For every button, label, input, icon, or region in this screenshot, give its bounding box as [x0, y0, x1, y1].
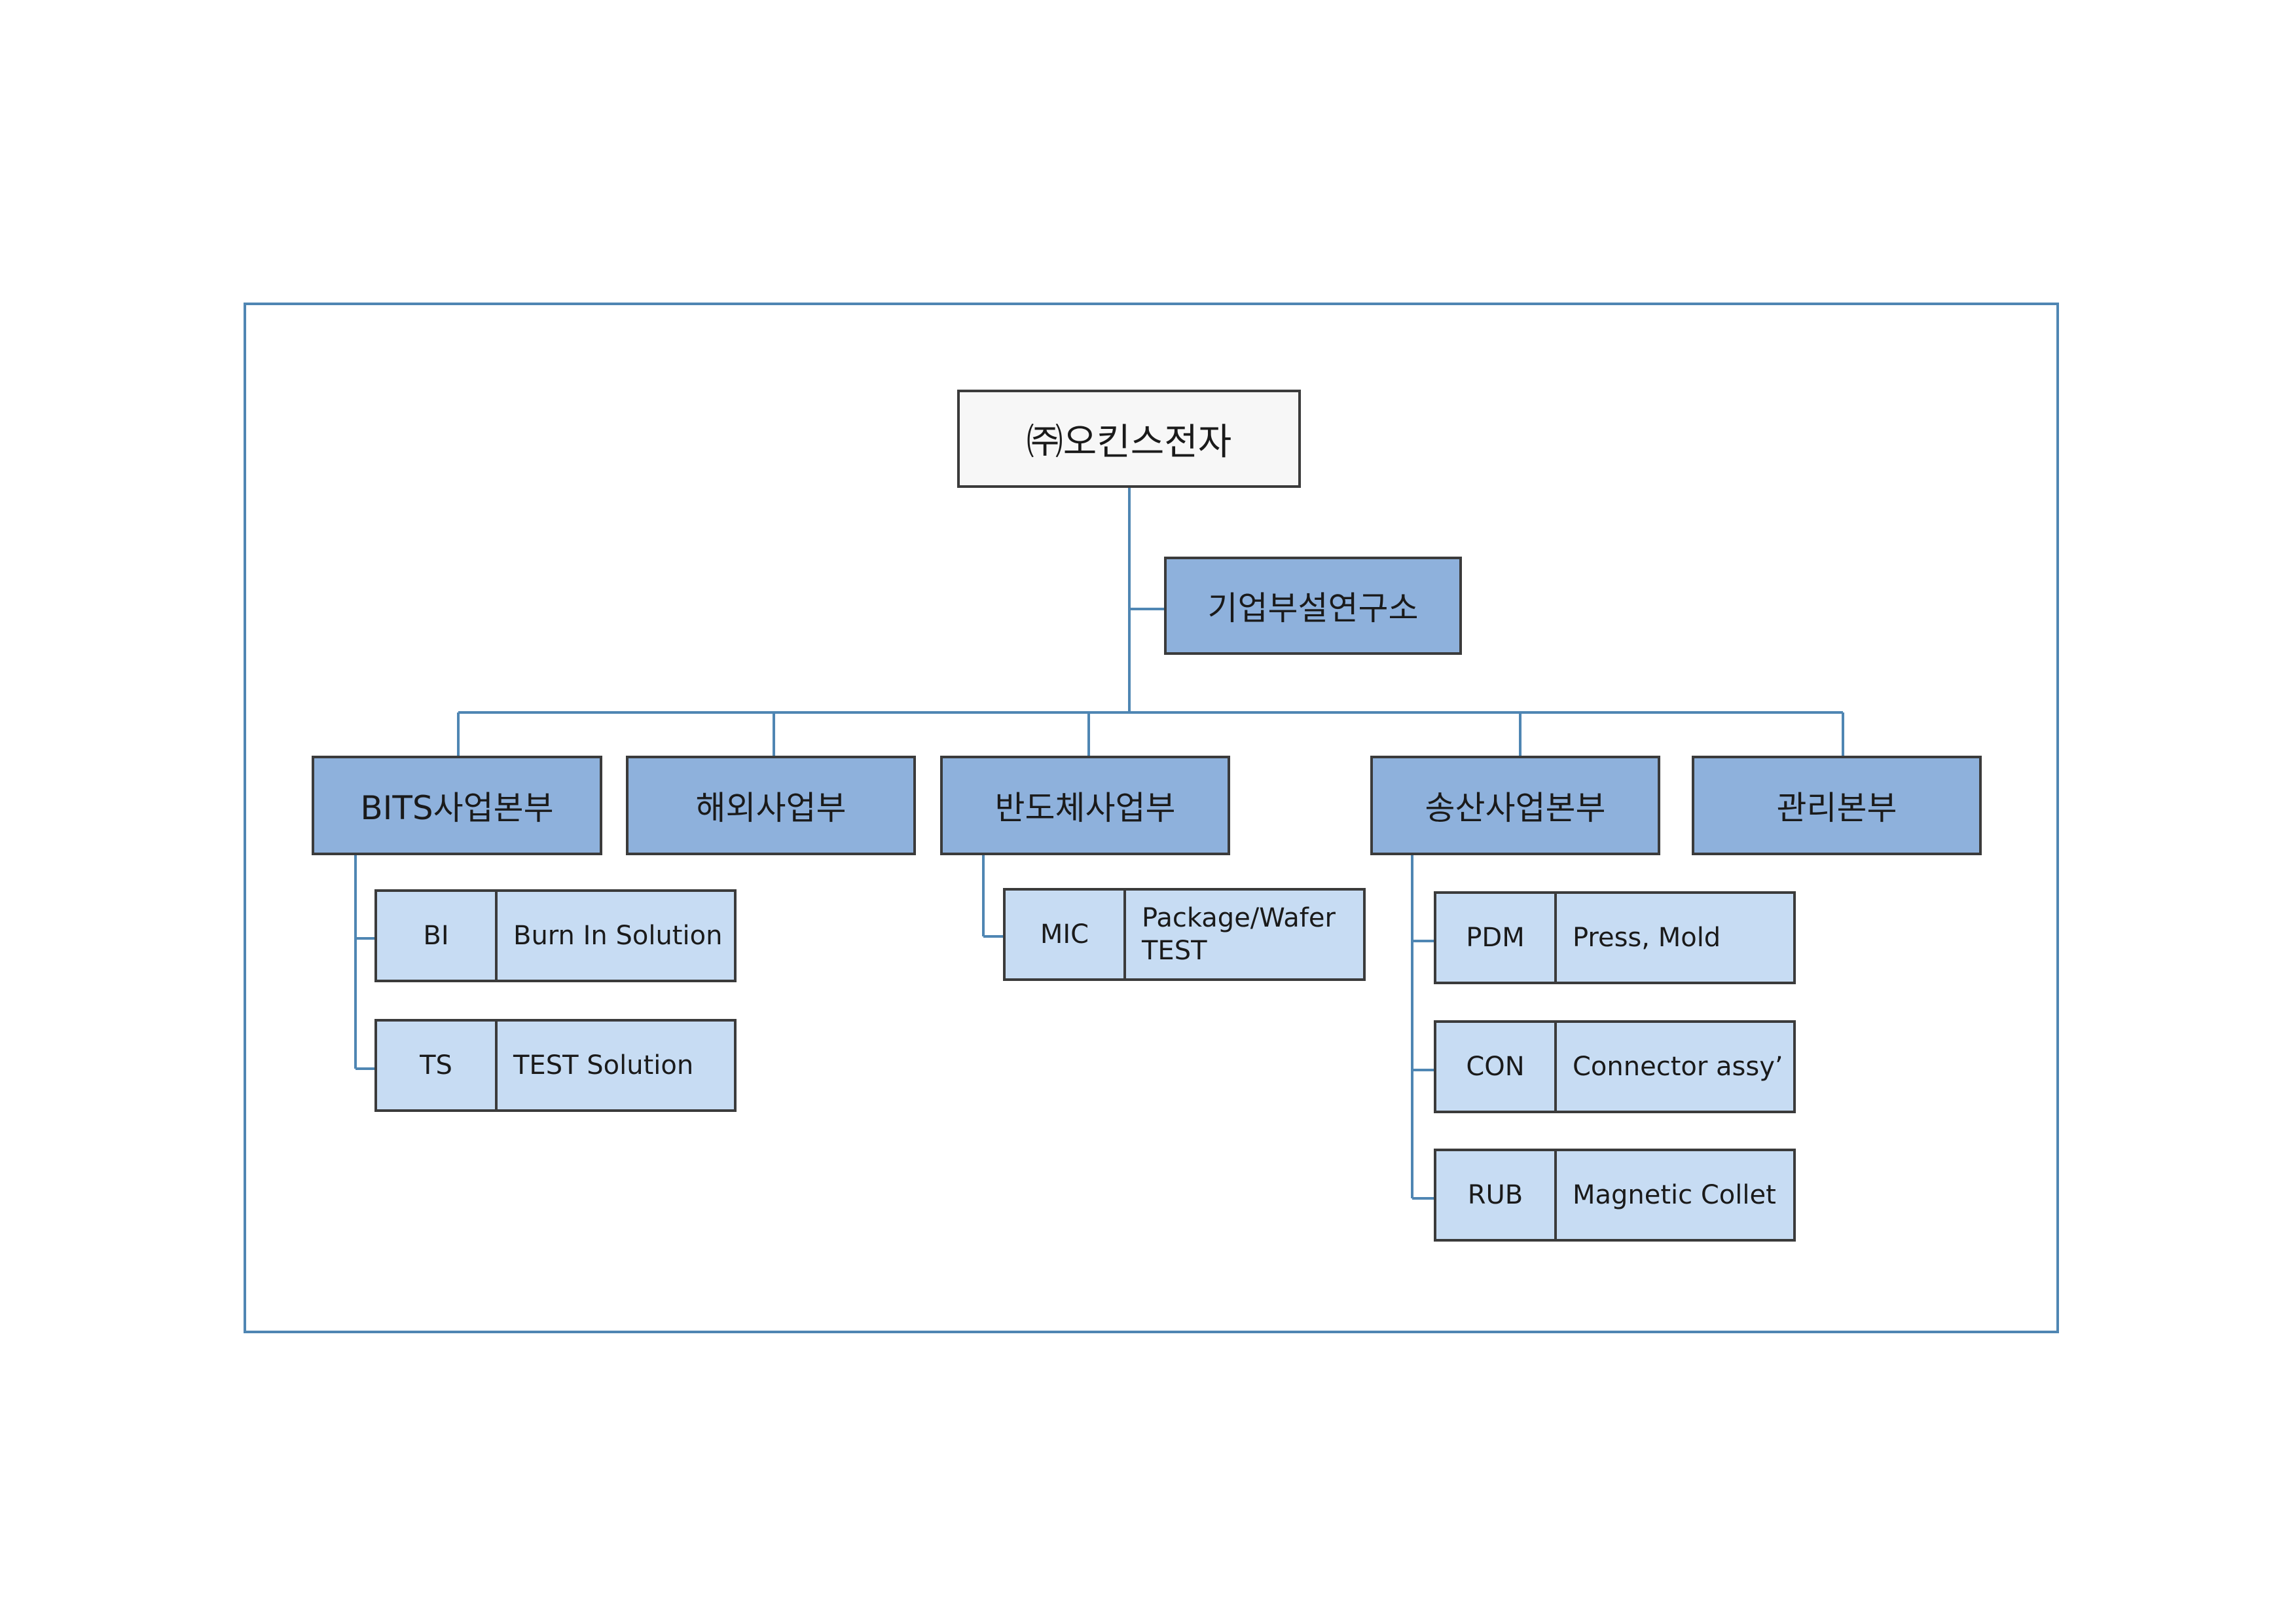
division-semiconductor: 반도체사업부	[940, 756, 1230, 855]
unit-code: TS	[377, 1022, 498, 1109]
unit-code: MIC	[1006, 891, 1126, 978]
unit-mic: MIC Package/Wafer TEST	[1003, 888, 1366, 981]
unit-code: CON	[1436, 1023, 1557, 1111]
division-label: 반도체사업부	[994, 789, 1176, 827]
unit-code: PDM	[1436, 894, 1557, 982]
unit-description: Package/Wafer TEST	[1142, 903, 1336, 966]
research-lab-box: 기업부설연구소	[1164, 557, 1462, 655]
unit-code: RUB	[1436, 1151, 1557, 1239]
division-songsan: 송산사업본부	[1370, 756, 1660, 855]
division-label: BITS사업본부	[360, 789, 554, 827]
unit-description: Magnetic Collet	[1573, 1180, 1776, 1210]
unit-description: TEST Solution	[513, 1050, 694, 1080]
division-overseas: 해외사업부	[626, 756, 916, 855]
unit-description: Burn In Solution	[513, 921, 723, 951]
unit-description: Press, Mold	[1573, 923, 1721, 953]
unit-bi: BI Burn In Solution	[374, 889, 737, 982]
division-label: 해외사업부	[695, 789, 847, 827]
unit-rub: RUB Magnetic Collet	[1434, 1149, 1796, 1242]
division-management: 관리본부	[1692, 756, 1982, 855]
division-bits: BITS사업본부	[312, 756, 602, 855]
unit-description: Connector assy’	[1573, 1052, 1783, 1082]
unit-code: BI	[377, 892, 498, 980]
research-lab-name: 기업부설연구소	[1207, 589, 1419, 627]
unit-ts: TS TEST Solution	[374, 1019, 737, 1112]
unit-pdm: PDM Press, Mold	[1434, 891, 1796, 984]
unit-con: CON Connector assy’	[1434, 1020, 1796, 1113]
division-label: 송산사업본부	[1425, 789, 1606, 827]
company-name: ㈜오킨스전자	[1026, 420, 1232, 464]
division-label: 관리본부	[1776, 789, 1897, 827]
chart-frame	[244, 303, 2059, 1333]
company-box: ㈜오킨스전자	[957, 390, 1301, 488]
